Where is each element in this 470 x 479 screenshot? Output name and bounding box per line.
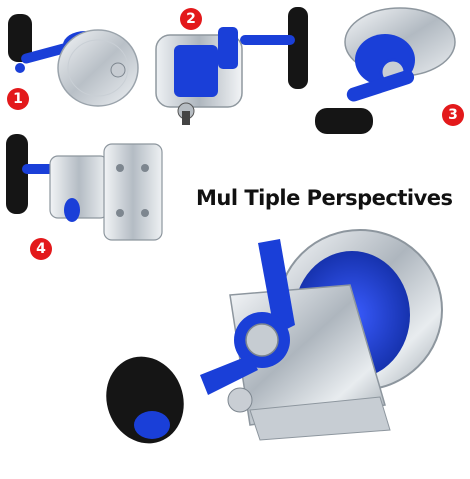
headline-text: Mul Tiple Perspectives <box>196 186 453 210</box>
badge-1: 1 <box>7 88 29 110</box>
reel-side-view-image <box>8 14 139 107</box>
reel-angled-view-image <box>315 7 456 134</box>
reel-main-view <box>80 225 470 479</box>
badge-3: 3 <box>442 104 464 126</box>
reel-main-image <box>106 229 443 444</box>
badge-4: 4 <box>30 238 52 260</box>
reel-view-4 <box>0 128 170 248</box>
reel-bottom-view-image <box>6 134 163 241</box>
reel-top-view-image <box>155 7 308 125</box>
reel-view-3 <box>305 0 470 145</box>
reel-view-1 <box>0 0 150 115</box>
reel-view-2 <box>150 5 310 130</box>
badge-2: 2 <box>180 8 202 30</box>
